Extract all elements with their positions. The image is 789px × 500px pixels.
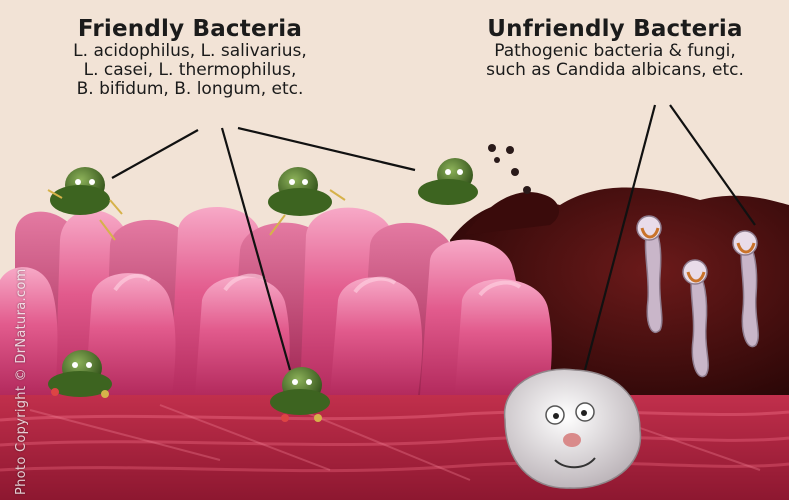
copyright-watermark: Photo Copyright © DrNatura.com xyxy=(14,268,29,495)
friendly-title: Friendly Bacteria xyxy=(40,16,340,42)
pathogen-blob xyxy=(505,369,641,488)
friendly-line-2: L. casei, L. thermophilus, xyxy=(40,61,340,80)
friendly-line-3: B. bifidum, B. longum, etc. xyxy=(40,80,340,99)
unfriendly-title: Unfriendly Bacteria xyxy=(445,16,785,42)
unfriendly-line-2: such as Candida albicans, etc. xyxy=(445,61,785,80)
friendly-bacteria-caption: Friendly Bacteria L. acidophilus, L. sal… xyxy=(40,16,340,99)
muscle-layer xyxy=(0,383,789,500)
friendly-line-1: L. acidophilus, L. salivarius, xyxy=(40,42,340,61)
unfriendly-bacteria-caption: Unfriendly Bacteria Pathogenic bacteria … xyxy=(445,16,785,80)
unfriendly-line-1: Pathogenic bacteria & fungi, xyxy=(445,42,785,61)
